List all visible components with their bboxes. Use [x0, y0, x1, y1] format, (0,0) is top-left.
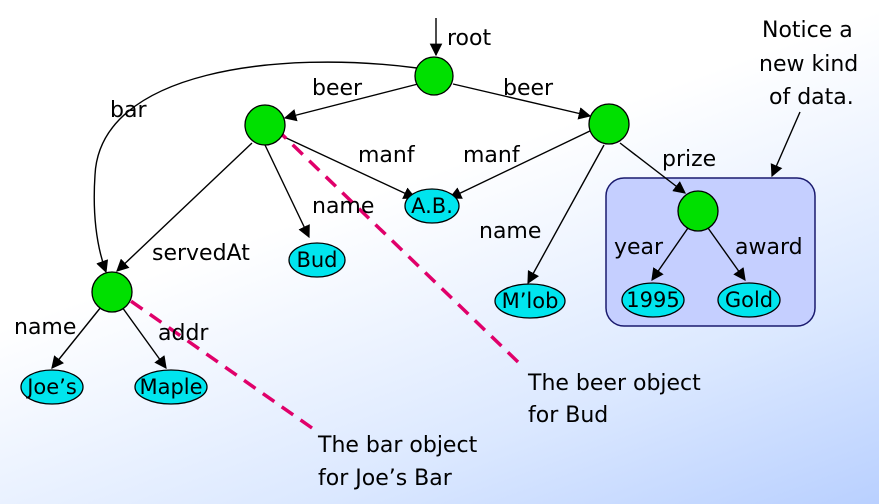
label-root: root [447, 26, 491, 51]
edge-year [651, 227, 689, 282]
maple-leaf-text: Maple [139, 375, 202, 399]
joes-bar-node[interactable] [91, 271, 133, 313]
edge-prize [619, 142, 686, 194]
edges [51, 18, 801, 370]
beer-object-line-2: for Bud [528, 403, 608, 428]
edge-beer-left [283, 83, 419, 122]
label-manf-left: manf [358, 143, 416, 168]
bud-leaf-text: Bud [296, 248, 337, 272]
bar-object-line-2: for Joe’s Bar [318, 466, 453, 491]
maple-leaf[interactable] [134, 369, 208, 405]
label-award: award [735, 235, 803, 260]
edge-servedAt [116, 142, 253, 272]
gold-leaf[interactable] [717, 282, 781, 318]
joes-leaf-text: Joe’s [25, 375, 77, 399]
edge-manf-left [281, 135, 417, 199]
edge-bar [93, 61, 418, 274]
edge-notice-pointer [770, 111, 801, 178]
label-name-mlob: name [479, 219, 541, 244]
mlob-leaf[interactable] [494, 283, 566, 319]
label-addr: addr [158, 321, 209, 346]
notice-line-1: Notice a [762, 18, 853, 43]
leaf-nodes [20, 188, 781, 405]
label-year: year [614, 235, 664, 260]
bar-object-pointer [116, 290, 314, 430]
mlob-beer-node[interactable] [588, 103, 630, 145]
ab-leaf-text: A.B. [411, 194, 453, 218]
root-node[interactable] [414, 56, 454, 96]
label-beer-right: beer [503, 76, 554, 101]
mlob-leaf-text: M’lob [502, 289, 559, 313]
label-manf-right: manf [463, 143, 521, 168]
beer-object-pointer [266, 119, 520, 364]
label-bar: bar [110, 98, 147, 123]
label-name-joes: name [14, 315, 76, 340]
notice-line-2: new kind [759, 52, 858, 77]
edge-manf-right [448, 129, 593, 199]
prize-node[interactable] [677, 190, 719, 232]
label-beer-left: beer [312, 76, 363, 101]
label-servedAt: servedAt [152, 241, 250, 266]
edge-name-bud [264, 144, 310, 239]
gold-leaf-text: Gold [725, 288, 773, 312]
dashed-pointers [116, 119, 520, 430]
joes-leaf[interactable] [20, 369, 84, 405]
beer-object-line-1: The beer object [527, 371, 701, 396]
bud-beer-node[interactable] [244, 104, 286, 146]
bud-leaf[interactable] [288, 242, 346, 278]
edge-award [707, 227, 746, 282]
notice-line-3: of data. [769, 85, 854, 110]
ab-leaf[interactable] [404, 188, 460, 224]
y1995-leaf-text: 1995 [626, 288, 679, 312]
edge-name-joes [51, 306, 102, 369]
edge-addr [121, 306, 167, 370]
label-name-bud: name [312, 194, 374, 219]
object-nodes [91, 56, 719, 313]
edge-name-mlob [527, 144, 605, 285]
y1995-leaf[interactable] [621, 282, 685, 318]
bar-object-line-1: The bar object [317, 433, 478, 458]
label-prize: prize [662, 147, 716, 172]
edge-beer-right [452, 83, 592, 120]
